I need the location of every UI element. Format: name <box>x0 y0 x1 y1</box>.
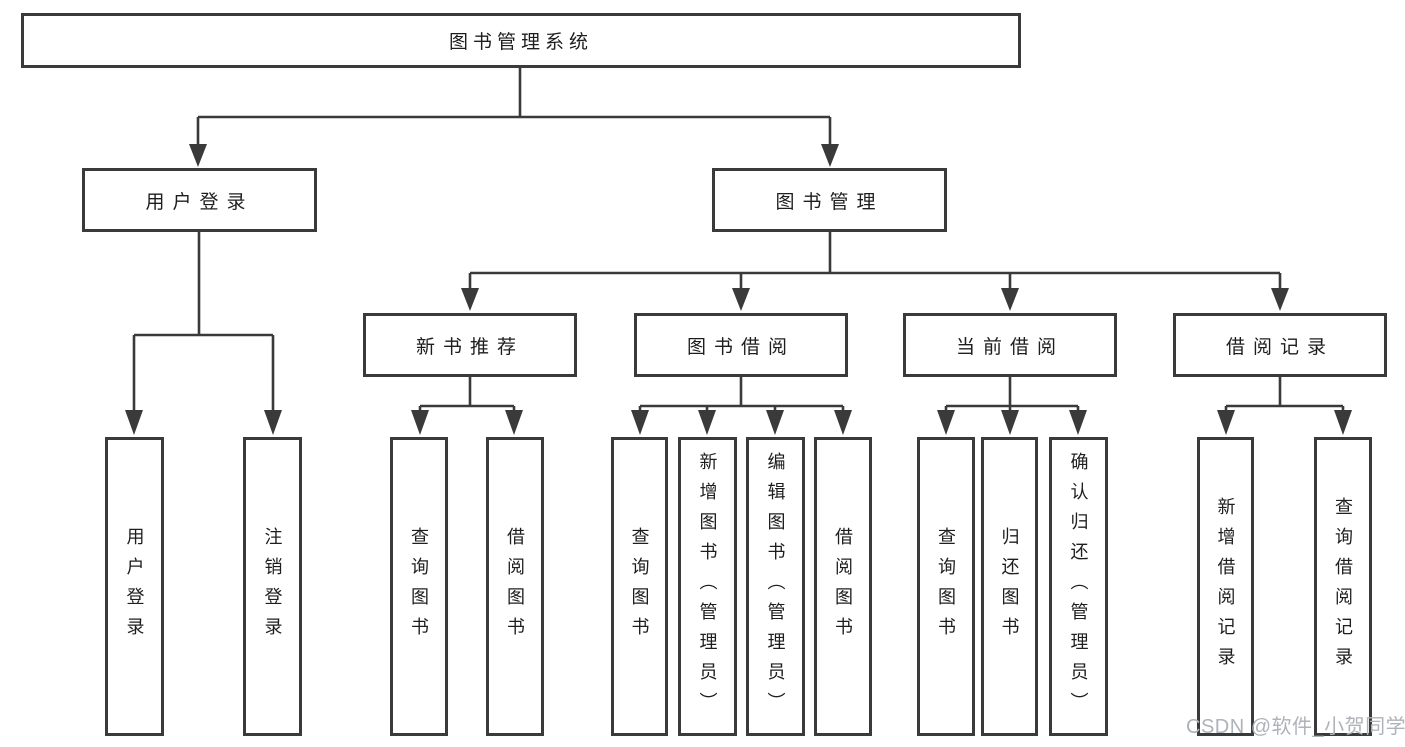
arrowhead <box>1001 410 1019 435</box>
node-current-borrow: 当前借阅 <box>903 313 1117 377</box>
leaf-query-books-recommend-label: 查询图书 <box>409 526 429 647</box>
leaf-query-books-borrow-label: 查询图书 <box>629 526 650 647</box>
arrowhead <box>505 410 523 435</box>
leaf-query-books-current-label: 查询图书 <box>936 526 956 647</box>
leaf-query-books-recommend: 查询图书 <box>390 437 448 736</box>
node-new-book-recommend-label: 新书推荐 <box>415 336 524 358</box>
leaf-confirm-return-admin: 确认归还（管理员） <box>1049 437 1108 736</box>
connector-user-login-children <box>125 232 282 435</box>
leaf-borrow-books-recommend-label: 借阅图书 <box>505 526 525 647</box>
arrowhead <box>1334 410 1352 435</box>
arrowhead <box>189 144 207 167</box>
leaf-query-books-borrow: 查询图书 <box>611 437 668 736</box>
leaf-user-login: 用户登录 <box>105 437 164 736</box>
arrowhead <box>631 410 649 435</box>
node-user-login: 用户登录 <box>82 168 317 232</box>
leaf-confirm-return-admin-label: 确认归还（管理员） <box>1068 451 1089 722</box>
node-root-system: 图书管理系统 <box>21 13 1021 68</box>
leaf-borrow-books-label: 借阅图书 <box>833 526 853 647</box>
node-root-system-label: 图书管理系统 <box>448 32 593 53</box>
node-book-management: 图书管理 <box>712 168 947 232</box>
leaf-add-borrow-record: 新增借阅记录 <box>1197 437 1254 736</box>
arrowhead <box>937 410 955 435</box>
leaf-return-books-label: 归还图书 <box>999 526 1020 647</box>
leaf-borrow-books-recommend: 借阅图书 <box>486 437 544 736</box>
node-book-borrow-label: 图书借阅 <box>686 336 795 358</box>
arrowhead <box>411 410 429 435</box>
leaf-edit-books-admin: 编辑图书（管理员） <box>746 437 805 736</box>
arrowhead <box>1069 410 1087 435</box>
node-new-book-recommend: 新书推荐 <box>363 313 577 377</box>
leaf-logout-login-label: 注销登录 <box>262 526 283 647</box>
arrowhead <box>1271 288 1289 311</box>
connector-root-to-level2 <box>189 68 839 167</box>
arrowhead <box>732 288 750 311</box>
leaf-user-login-label: 用户登录 <box>124 526 145 647</box>
leaf-logout-login: 注销登录 <box>243 437 302 736</box>
arrowhead <box>125 410 143 435</box>
leaf-borrow-books: 借阅图书 <box>814 437 872 736</box>
leaf-query-books-current: 查询图书 <box>917 437 975 736</box>
leaf-add-borrow-record-label: 新增借阅记录 <box>1215 496 1236 677</box>
arrowhead <box>698 410 716 435</box>
arrowhead <box>834 410 852 435</box>
connector-borrow-record-children <box>1217 377 1352 435</box>
node-borrow-record: 借阅记录 <box>1173 313 1387 377</box>
leaf-edit-books-admin-label: 编辑图书（管理员） <box>765 451 786 722</box>
leaf-query-borrow-record: 查询借阅记录 <box>1314 437 1372 736</box>
connector-current-borrow-children <box>937 377 1087 435</box>
node-user-login-label: 用户登录 <box>145 191 254 213</box>
connector-book-management-children <box>461 232 1289 311</box>
leaf-add-books-admin: 新增图书（管理员） <box>678 437 737 736</box>
arrowhead <box>821 144 839 167</box>
leaf-query-borrow-record-label: 查询借阅记录 <box>1333 496 1353 677</box>
node-book-borrow: 图书借阅 <box>634 313 848 377</box>
leaf-add-books-admin-label: 新增图书（管理员） <box>697 451 718 722</box>
connector-new-book-recommend-children <box>411 377 523 435</box>
arrowhead <box>1001 288 1019 311</box>
csdn-watermark: CSDN @软件_小贺同学 <box>1186 716 1405 738</box>
connector-book-borrow-children <box>631 377 852 435</box>
node-book-management-label: 图书管理 <box>775 191 884 213</box>
node-current-borrow-label: 当前借阅 <box>955 336 1064 358</box>
arrowhead <box>1217 410 1235 435</box>
arrowhead <box>461 288 479 311</box>
arrowhead <box>264 410 282 435</box>
node-borrow-record-label: 借阅记录 <box>1225 336 1334 358</box>
arrowhead <box>766 410 784 435</box>
leaf-return-books: 归还图书 <box>981 437 1038 736</box>
